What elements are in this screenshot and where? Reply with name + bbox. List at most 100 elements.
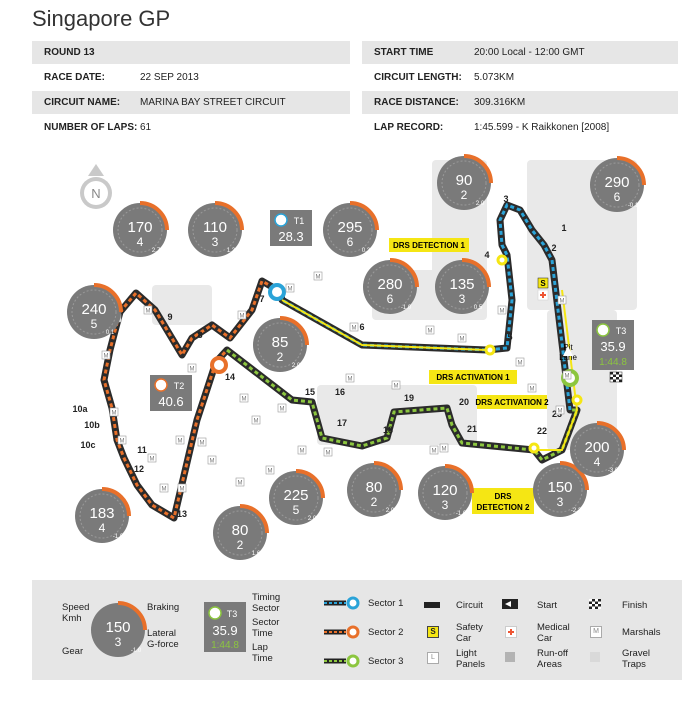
gauge-g-force: -3.0 bbox=[608, 468, 619, 474]
marshal-marker: M bbox=[239, 393, 249, 403]
legend-start-icon bbox=[502, 599, 518, 609]
marshal-marker: M bbox=[527, 383, 537, 393]
legend-safety-car-icon: S bbox=[427, 626, 439, 638]
timing-time: 28.3 bbox=[278, 229, 303, 244]
gauge-gear: 4 bbox=[99, 521, 106, 535]
medical-car-icon bbox=[537, 289, 549, 301]
gauge-g-force: -1.0 bbox=[456, 511, 467, 517]
pit-lane-label-2: Lane bbox=[559, 353, 577, 362]
drs-detection-2-label: DRS DETECTION 2 bbox=[472, 488, 534, 514]
svg-text:M: M bbox=[460, 337, 465, 343]
turn-number-16: 16 bbox=[335, 387, 345, 397]
drs-activation-2-text: DRS ACTIVATION 2 bbox=[475, 398, 549, 407]
gauge-speed: 85 bbox=[272, 334, 289, 351]
braking-arc bbox=[444, 464, 474, 494]
turn-number-10c: 10c bbox=[80, 440, 95, 450]
marshal-marker: M bbox=[557, 295, 567, 305]
gauge-g-force: 2.0 bbox=[308, 516, 317, 522]
turn-number-15: 15 bbox=[305, 387, 315, 397]
marshal-marker: M bbox=[285, 283, 295, 293]
svg-text:M: M bbox=[200, 441, 205, 447]
gauge-g-force: -1.0 bbox=[113, 534, 124, 540]
info-value: 309.316KM bbox=[474, 97, 526, 108]
sector3-path bbox=[226, 348, 580, 462]
info-label: CIRCUIT NAME: bbox=[44, 97, 121, 108]
timing-time: 40.6 bbox=[158, 394, 183, 409]
svg-text:M: M bbox=[394, 384, 399, 390]
timing-sector: T3 bbox=[616, 326, 627, 336]
svg-text:M: M bbox=[428, 329, 433, 335]
marshal-marker: M bbox=[235, 477, 245, 487]
info-row: CIRCUIT LENGTH:5.073KM bbox=[362, 66, 678, 89]
marshal-marker: M bbox=[297, 445, 307, 455]
legend-medical-car-icon bbox=[505, 626, 517, 638]
braking-arc bbox=[349, 201, 379, 231]
gauge-speed: 290 bbox=[604, 174, 629, 191]
info-row: CIRCUIT NAME:MARINA BAY STREET CIRCUIT bbox=[32, 91, 350, 114]
braking-arc bbox=[389, 258, 419, 288]
turn-number-12: 12 bbox=[134, 464, 144, 474]
legend-circuit-label: Circuit bbox=[456, 600, 483, 611]
legend-speed-value: 150 bbox=[105, 619, 130, 636]
legend-timing-box: T3 35.9 1:44.8 bbox=[204, 602, 246, 652]
marshal-marker: M bbox=[323, 447, 333, 457]
page-title: Singapore GP bbox=[32, 6, 171, 31]
gauge-g-force: -0.1 bbox=[628, 203, 639, 209]
gauge-gear: 4 bbox=[137, 235, 144, 249]
marshal-marker: M bbox=[101, 350, 111, 360]
braking-arc bbox=[139, 201, 169, 231]
gauge-g-force: -2.2 bbox=[571, 508, 582, 514]
drs-detection-2-point bbox=[528, 442, 540, 454]
svg-text:M: M bbox=[500, 309, 505, 315]
marshal-marker: M bbox=[515, 357, 525, 367]
gauge-speed: 240 bbox=[81, 301, 106, 318]
braking-arc bbox=[616, 156, 646, 186]
legend-runoff-icon bbox=[505, 652, 515, 662]
drs-detection-1-text: DRS DETECTION 1 bbox=[393, 241, 466, 250]
legend-start-label: Start bbox=[537, 600, 558, 611]
corner-gauges: 9022.02906-0.117042.711031.329560.32806-… bbox=[67, 154, 646, 560]
svg-text:M: M bbox=[240, 314, 245, 320]
compass-label: N bbox=[91, 186, 100, 201]
turn-number-13: 13 bbox=[177, 509, 187, 519]
info-row: NUMBER OF LAPS:61 bbox=[32, 116, 350, 139]
info-label: ROUND 13 bbox=[44, 47, 95, 58]
marshal-markers: MMMMMMMMMMMMMMMMMMMMMMMMMMMMMMMMMMMMM bbox=[101, 271, 592, 495]
legend-marshal-icon: M bbox=[590, 626, 602, 638]
braking-arc bbox=[279, 316, 309, 346]
turn-number-9: 9 bbox=[167, 312, 172, 322]
turn-number-2: 2 bbox=[551, 243, 556, 253]
svg-text:M: M bbox=[254, 419, 259, 425]
legend-gauge: 150 3 -1.0 bbox=[91, 601, 147, 657]
legend-gear-value: 3 bbox=[115, 635, 122, 649]
marshal-marker: M bbox=[457, 333, 467, 343]
braking-arc bbox=[373, 461, 403, 491]
drs-zone-1 bbox=[281, 299, 488, 351]
gauge-gear: 4 bbox=[594, 455, 601, 469]
legend-marshals-label: Marshals bbox=[622, 627, 661, 638]
turn-number-10b: 10b bbox=[84, 420, 100, 430]
svg-text:M: M bbox=[326, 451, 331, 457]
turn-number-3: 3 bbox=[503, 194, 508, 204]
svg-text:M: M bbox=[150, 457, 155, 463]
info-label: NUMBER OF LAPS: bbox=[44, 122, 138, 133]
svg-text:M: M bbox=[190, 367, 195, 373]
svg-text:M: M bbox=[442, 447, 447, 453]
marshal-marker: M bbox=[391, 380, 401, 390]
info-row: ROUND 13 bbox=[32, 41, 350, 64]
gauge-speed: 110 bbox=[203, 219, 227, 236]
sector2-path bbox=[102, 278, 275, 521]
marshal-marker: M bbox=[439, 443, 449, 453]
marshal-marker: M bbox=[555, 405, 565, 415]
